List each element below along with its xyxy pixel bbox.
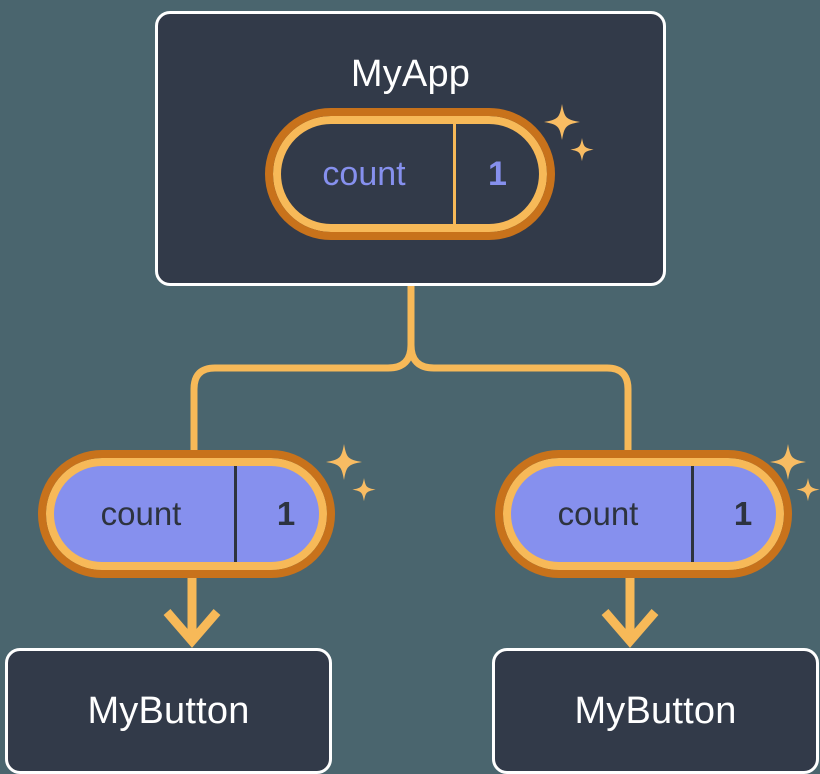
sparkle-small-icon — [796, 478, 820, 502]
signal-name: count — [100, 495, 182, 532]
arrow-down-icon — [601, 574, 659, 648]
signal-value: 1 — [453, 124, 539, 224]
signal-name: count — [322, 154, 406, 193]
arrow-down-icon — [163, 574, 221, 648]
signal-pill-root[interactable]: count 1 — [265, 108, 555, 240]
component-box-mybutton-right[interactable]: MyButton — [492, 648, 819, 774]
component-title: MyButton — [87, 690, 250, 732]
tree-branch-left — [190, 341, 415, 459]
sparkle-small-icon — [352, 478, 376, 502]
component-title: MyButton — [574, 690, 737, 732]
signal-pill-child-right[interactable]: count 1 — [495, 450, 792, 578]
component-title: MyApp — [350, 53, 471, 95]
signal-value: 1 — [234, 466, 335, 562]
signal-value: 1 — [691, 466, 792, 562]
signal-name: count — [557, 495, 639, 532]
component-box-mybutton-left[interactable]: MyButton — [5, 648, 332, 774]
tree-branch-right — [407, 341, 632, 459]
signal-pill-child-left[interactable]: count 1 — [38, 450, 335, 578]
